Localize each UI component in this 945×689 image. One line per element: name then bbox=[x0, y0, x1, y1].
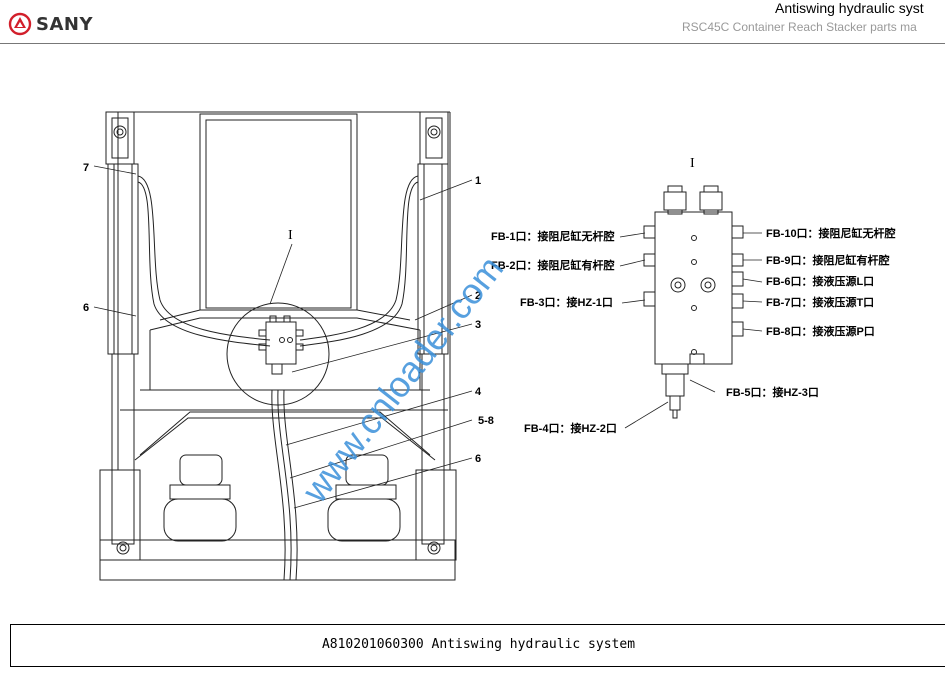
mast-frame bbox=[117, 111, 451, 470]
port-label-fb3: FB-3口：接HZ-1口 bbox=[520, 295, 613, 309]
page-header: SANY Antiswing hydraulic syst RSC45C Con… bbox=[0, 0, 945, 44]
watermark-text: www.cnloader.com bbox=[293, 248, 511, 511]
port-label-fb9: FB-9口：接阻尼缸有杆腔 bbox=[766, 253, 889, 267]
port-label-fb10: FB-10口：接阻尼缸无杆腔 bbox=[766, 226, 896, 240]
port-label-fb4: FB-4口：接HZ-2口 bbox=[524, 421, 617, 435]
valve-detail-view bbox=[226, 302, 330, 406]
callout-6-left: 6 bbox=[83, 302, 89, 314]
port-label-fb6: FB-6口：接液压源L口 bbox=[766, 274, 874, 288]
callout-2: 2 bbox=[475, 290, 481, 302]
figure-caption: A810201060300 Antiswing hydraulic system bbox=[321, 637, 636, 652]
port-label-fb7: FB-7口：接液压源T口 bbox=[766, 295, 874, 309]
right-damping-cylinder bbox=[415, 111, 457, 561]
callout-4: 4 bbox=[475, 386, 482, 398]
sany-logo: SANY bbox=[8, 12, 93, 36]
sany-logo-icon bbox=[8, 12, 32, 36]
port-label-fb1: FB-1口：接阻尼缸无杆腔 bbox=[491, 229, 614, 243]
header-divider bbox=[0, 43, 945, 44]
twistlock-base-left bbox=[99, 454, 456, 581]
detail-mark-right: I bbox=[690, 156, 695, 171]
document-title: Antiswing hydraulic syst bbox=[775, 0, 924, 16]
callout-7: 7 bbox=[83, 162, 89, 174]
twistlock-base-right bbox=[327, 454, 401, 542]
port-label-fb5: FB-5口：接HZ-3口 bbox=[726, 385, 819, 399]
callout-6-right: 6 bbox=[475, 453, 481, 465]
leader-lines bbox=[93, 165, 473, 509]
port-leaders bbox=[619, 232, 763, 429]
port-label-fb2: FB-2口：接阻尼缸有杆腔 bbox=[491, 258, 614, 272]
callout-1: 1 bbox=[475, 175, 481, 187]
document-subtitle: RSC45C Container Reach Stacker parts ma bbox=[682, 20, 917, 34]
hydraulic-hoses bbox=[137, 175, 419, 581]
antiswing-valve-block bbox=[643, 185, 744, 419]
brand-name: SANY bbox=[36, 13, 93, 35]
parts-drawing: I I 7 6 1 2 3 4 5-8 6 FB-1口：接阻尼缸无杆腔 FB-2… bbox=[83, 111, 896, 581]
callout-3: 3 bbox=[475, 319, 481, 331]
port-label-fb8: FB-8口：接液压源P口 bbox=[766, 324, 875, 338]
callout-5-8: 5-8 bbox=[478, 415, 494, 427]
caption-box: A810201060300 Antiswing hydraulic system bbox=[10, 624, 945, 667]
detail-mark-left: I bbox=[288, 228, 293, 243]
left-damping-cylinder bbox=[99, 111, 141, 561]
